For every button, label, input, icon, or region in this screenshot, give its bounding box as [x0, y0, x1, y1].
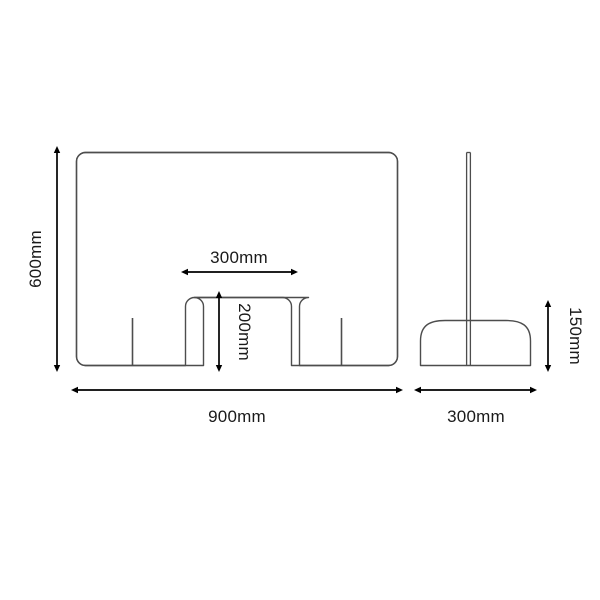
dimension-label-cutout-300: 300mm	[210, 248, 268, 267]
dimension-label-150: 150mm	[566, 307, 585, 365]
dimension-label-600: 600mm	[26, 230, 45, 288]
dimension-cutout-width-300: 300mm	[180, 248, 298, 276]
front-panel-cutout-outline	[75, 151, 399, 367]
dimension-label-base-300: 300mm	[447, 407, 505, 426]
dimension-width-900: 900mm	[70, 386, 403, 426]
side-elevation-view	[419, 151, 532, 367]
dimension-base-height-150: 150mm	[544, 299, 585, 372]
front-elevation-view	[75, 151, 399, 367]
side-base-outline	[419, 319, 532, 367]
dimension-label-cutout-200: 200mm	[235, 303, 254, 361]
dimension-height-600: 600mm	[26, 145, 61, 372]
dimension-base-depth-300: 300mm	[413, 386, 537, 426]
dimension-label-900: 900mm	[208, 407, 266, 426]
dimension-cutout-height-200: 200mm	[215, 290, 254, 372]
